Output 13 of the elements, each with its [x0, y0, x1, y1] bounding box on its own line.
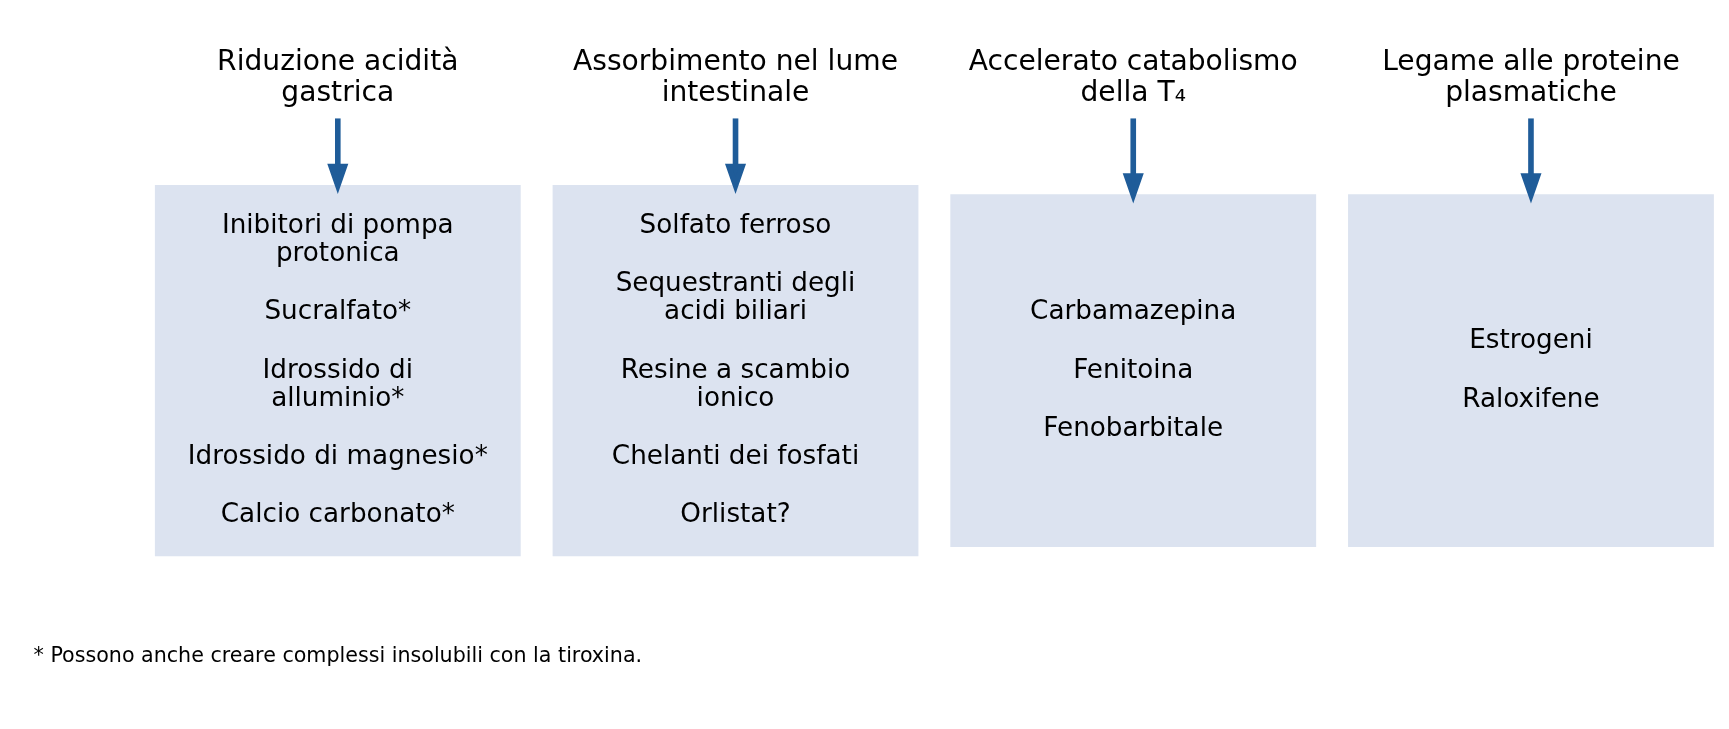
arrow [725, 117, 747, 194]
node-box: Estrogeni Raloxifene [1348, 193, 1714, 547]
node-box: Inibitori di pompa protonica Sucralfato* Idrossido di alluminio* Idrossido di magnesio* Calcio carbonato* [154, 184, 521, 556]
node-text: Assorbimento nel lume intestinale [573, 43, 898, 108]
arrow [1520, 117, 1542, 203]
node-box: Solfato ferroso Sequestranti degli acidi biliari Resine a scambio ionico Chelanti dei fosfati Orlistat? [552, 184, 919, 556]
arrow [327, 117, 349, 194]
node-box: Carbamazepina Fenitoina Fenobarbitale [950, 193, 1317, 547]
node-text: Legame alle proteine plasmatiche [1382, 43, 1680, 108]
node-text: Accelerato catabolismo della T₄ [968, 43, 1298, 108]
arrow [1122, 117, 1144, 203]
node-text: Riduzione acidità gastrica [217, 43, 459, 108]
label: * Possono anche creare complessi insolubili con la tiroxina. [33, 642, 643, 667]
